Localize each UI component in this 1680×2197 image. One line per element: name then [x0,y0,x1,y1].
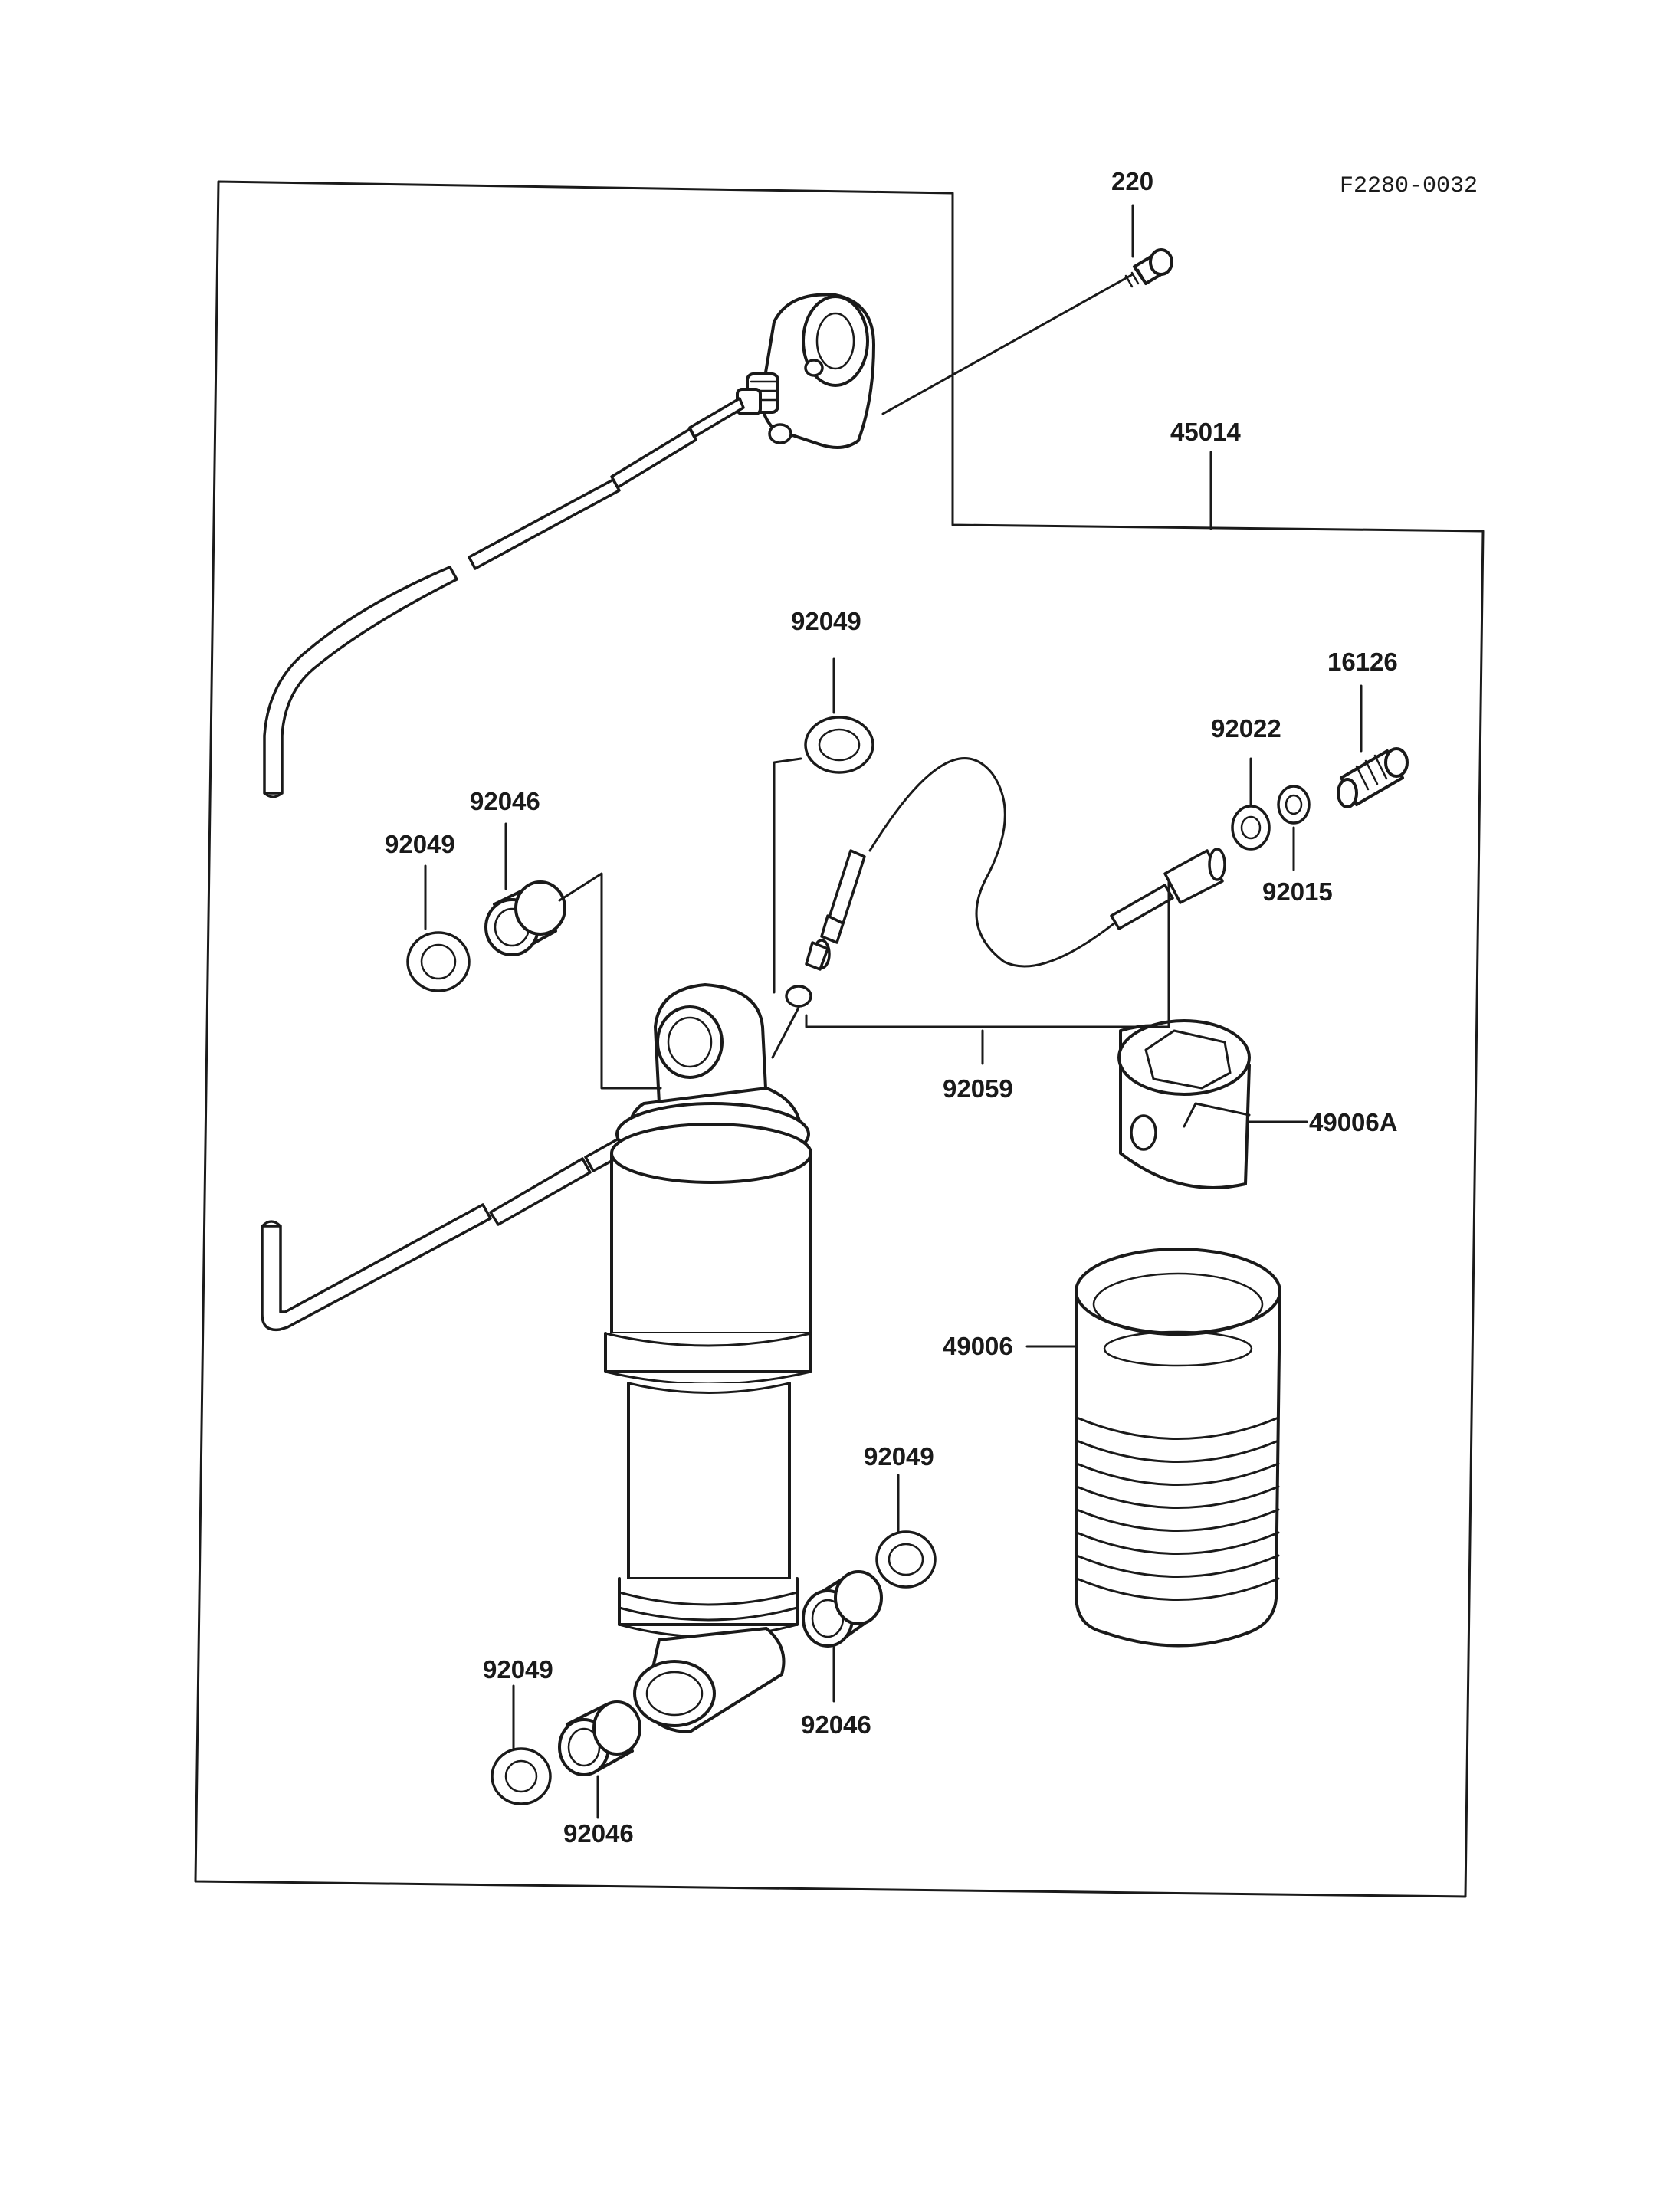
label-92015: 92015 [1262,877,1333,906]
remote-adjuster-knob [736,293,875,449]
leader-92049-top [773,657,835,994]
label-16126: 16126 [1327,648,1398,676]
bellows-boot-49006 [1075,1248,1281,1648]
label-220: 220 [1111,167,1153,195]
air-valve-16126 [1337,747,1409,808]
label-92046-lower-right: 92046 [801,1710,871,1739]
nut-92015-inner [1285,794,1303,815]
label-92046-bottom: 92046 [563,1819,634,1848]
leader-220-screw [881,273,1134,415]
assembly-bracket-outline [194,180,1485,1898]
label-92049-lower-right: 92049 [864,1442,934,1471]
label-92022: 92022 [1211,714,1281,743]
label-92049-bottom-left: 92049 [483,1655,553,1684]
washer-92022-inner [1240,815,1262,840]
reservoir-hose-92059 [805,757,1226,971]
seal-92049-lower-right [875,1530,937,1589]
label-92049-left: 92049 [385,830,455,858]
collar-tool-49006A [1117,1019,1251,1189]
label-45014: 45014 [1170,418,1241,446]
adjuster-cable [263,397,745,798]
screw-220 [1124,248,1173,288]
label-92059: 92059 [943,1074,1013,1103]
washer-92022 [1231,805,1271,851]
label-92049-top: 92049 [791,607,861,635]
seal-92049-left [406,931,471,992]
seal-92049-top [804,716,874,774]
leader-92046-left [504,822,662,1090]
figure-id: F2280-0032 [1340,173,1478,199]
sleeve-92046-lower-right [802,1570,883,1648]
leader-shock-cable [771,1006,800,1059]
seal-92049-bottom-left [491,1747,552,1805]
label-49006: 49006 [943,1332,1013,1360]
shock-absorber-body [604,983,812,1733]
sleeve-92046-bottom [558,1700,641,1776]
leader-92059 [805,880,1170,1065]
nut-92015 [1277,785,1311,825]
label-49006A: 49006A [1309,1108,1398,1136]
sleeve-92046-left [484,880,566,956]
o-ring-small [785,985,812,1008]
label-92046-left: 92046 [470,787,540,815]
